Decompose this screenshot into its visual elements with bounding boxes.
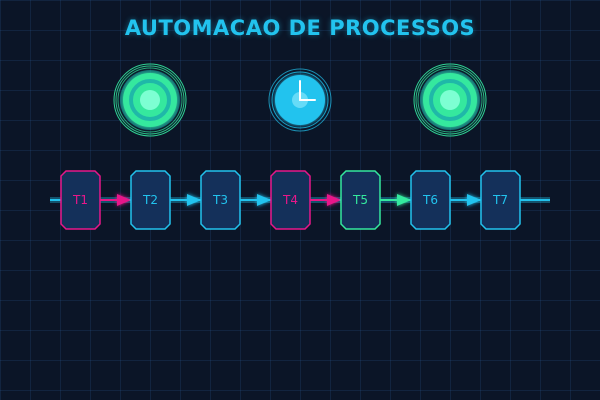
task-node-t6[interactable]: T6 — [410, 170, 451, 230]
task-node-t4[interactable]: T4 — [270, 170, 311, 230]
task-node-t7[interactable]: T7 — [480, 170, 521, 230]
task-node-t5[interactable]: T5 — [340, 170, 381, 230]
task-node-t1[interactable]: T1 — [60, 170, 101, 230]
task-label: T5 — [352, 193, 368, 207]
arrow-t4-t5 — [310, 194, 341, 206]
arrow-t1-t2 — [100, 194, 131, 206]
task-label: T3 — [212, 193, 228, 207]
task-label: T1 — [72, 193, 88, 207]
gear-icon-left — [113, 63, 187, 137]
clock-icon — [268, 68, 332, 132]
task-label: T4 — [282, 193, 298, 207]
task-label: T7 — [492, 193, 508, 207]
arrow-t6-t7 — [450, 194, 481, 206]
arrow-t2-t3 — [170, 194, 201, 206]
task-node-t2[interactable]: T2 — [130, 170, 171, 230]
task-node-t3[interactable]: T3 — [200, 170, 241, 230]
arrow-t3-t4 — [240, 194, 271, 206]
task-label: T2 — [142, 193, 158, 207]
gear-icon-right — [413, 63, 487, 137]
arrow-t5-t6 — [380, 194, 411, 206]
page-title: AUTOMACAO DE PROCESSOS — [124, 16, 476, 40]
task-label: T6 — [422, 193, 438, 207]
